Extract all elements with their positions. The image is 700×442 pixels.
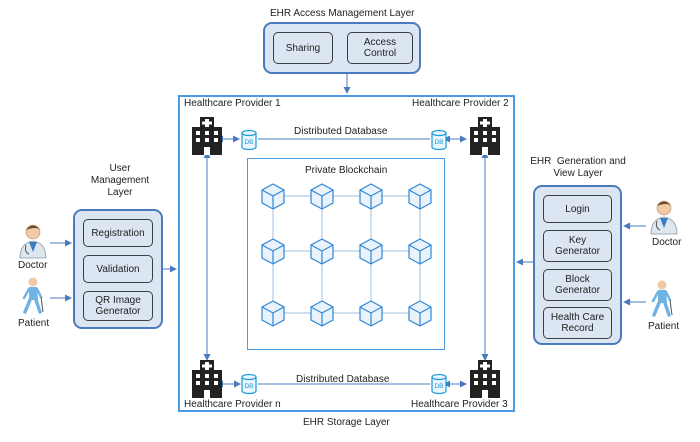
patient-left-label: Patient <box>18 318 50 329</box>
ehr-gen-title-2: View Layer <box>553 168 603 179</box>
block-generator-label-2: Generator <box>554 285 601 296</box>
blockchain-cubes <box>261 183 432 327</box>
validation-label: Validation <box>96 263 140 275</box>
db-icon-label: DB <box>244 383 253 390</box>
hospital-icon <box>470 117 500 155</box>
patient-right-label: Patient <box>648 321 680 332</box>
access-control-label-2: Control <box>363 48 397 59</box>
login-label: Login <box>565 203 590 215</box>
storage-layer-box <box>178 95 515 412</box>
distributed-db-bottom-label: Distributed Database <box>296 374 390 385</box>
sharing-label: Sharing <box>285 42 321 54</box>
block-generator-label-1: Block <box>565 274 590 285</box>
doctor-left-label: Doctor <box>18 260 48 271</box>
patient-icon <box>651 280 673 317</box>
database-icon: DB <box>431 129 447 151</box>
patient-icon <box>22 277 44 314</box>
doctor-right-label: Doctor <box>652 237 682 248</box>
provider-2-label: Healthcare Provider 2 <box>412 98 509 109</box>
access-control-box[interactable]: Access Control <box>347 32 413 64</box>
doctor-icon <box>19 224 47 259</box>
hospital-icon <box>192 117 222 155</box>
doctor-icon <box>650 200 678 235</box>
database-icon: DB <box>431 373 447 395</box>
private-blockchain-title: Private Blockchain <box>305 165 388 176</box>
key-generator-label-2: Generator <box>554 246 601 257</box>
health-care-record-box[interactable]: Health Care Record <box>543 307 612 339</box>
ehr-gen-title-1: EHR Generation and <box>530 156 626 167</box>
login-box[interactable]: Login <box>543 195 612 223</box>
provider-1-label: Healthcare Provider 1 <box>184 98 281 109</box>
block-generator-box[interactable]: Block Generator <box>543 269 612 301</box>
health-care-record-label-1: Health Care <box>550 312 605 323</box>
hospital-icon <box>470 360 500 398</box>
database-icon: DB <box>241 129 257 151</box>
db-icon-label: DB <box>434 383 443 390</box>
qr-generator-label-2: Generator <box>95 306 141 317</box>
key-generator-box[interactable]: Key Generator <box>543 230 612 262</box>
qr-generator-box[interactable]: QR Image Generator <box>83 291 153 321</box>
user-mgmt-title-3: Layer <box>107 187 133 198</box>
key-generator-label-1: Key <box>568 235 587 246</box>
registration-box[interactable]: Registration <box>83 219 153 247</box>
database-icon: DB <box>241 373 257 395</box>
db-icon-label: DB <box>244 139 253 146</box>
registration-label: Registration <box>91 227 145 239</box>
user-mgmt-title-2: Management <box>90 175 150 186</box>
distributed-db-top-label: Distributed Database <box>294 126 388 137</box>
provider-n-label: Healthcare Provider n <box>184 399 281 410</box>
storage-layer-title: EHR Storage Layer <box>303 417 390 428</box>
access-control-label-1: Access <box>363 37 397 48</box>
hospital-icon <box>192 360 222 398</box>
user-mgmt-title-1: User <box>109 163 131 174</box>
private-blockchain-box <box>247 158 445 350</box>
db-icon-label: DB <box>434 139 443 146</box>
blockchain-links <box>272 195 421 314</box>
provider-3-label: Healthcare Provider 3 <box>411 399 508 410</box>
access-layer-title: EHR Access Management Layer <box>270 8 415 19</box>
sharing-box[interactable]: Sharing <box>273 32 333 64</box>
validation-box[interactable]: Validation <box>83 255 153 283</box>
qr-generator-label-1: QR Image <box>95 295 141 306</box>
health-care-record-label-2: Record <box>561 323 594 334</box>
